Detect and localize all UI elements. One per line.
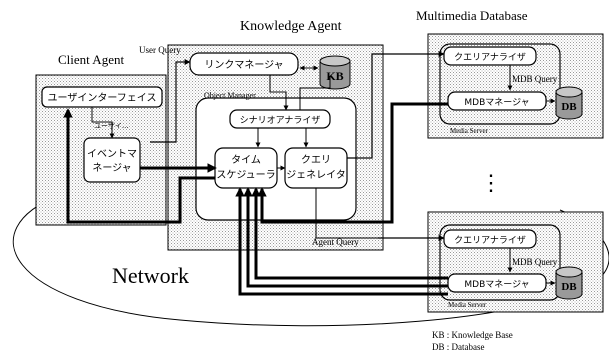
agent-query-label: Agent Query [312, 237, 359, 247]
ui-to-event-arrow [91, 107, 115, 139]
agent-query-line [315, 188, 378, 239]
event-manager-box [83, 137, 141, 183]
mdb-query-label-top: MDB Query [512, 74, 558, 84]
media-server-label-top: Media Server [450, 127, 489, 135]
db-cylinder-bottom [555, 266, 583, 300]
object-manager-label: Object Manager [204, 91, 256, 100]
scenario-analyzer-label: シナリオアナライザ [240, 115, 321, 126]
query-generator-label-1: クエリ [301, 154, 331, 166]
user-interface-label: ユーザインターフェイス [48, 92, 157, 104]
time-scheduler-label-2: スケジューラ [216, 169, 275, 181]
link-manager-label: リンクマネージャ [204, 59, 283, 71]
mdb-manager-label-bottom: MDBマネージャ [464, 279, 529, 290]
knowledge-agent-title: Knowledge Agent [240, 19, 342, 34]
db-label-bottom: DB [561, 281, 577, 293]
ellipsis: ⋮ [480, 170, 502, 195]
network-ellipse [12, 194, 609, 327]
user-query-line [150, 59, 191, 143]
scheduler-to-ui-line [63, 108, 215, 224]
db-cylinder-top [555, 86, 583, 120]
kb-cylinder [319, 55, 351, 90]
client-agent-title: Client Agent [58, 52, 124, 67]
media-server-label-bottom: Media Server [448, 301, 487, 309]
event-manager-label-1: イベントマ [87, 148, 137, 160]
mdb-query-label-bottom: MDB Query [512, 257, 558, 267]
db-label-top: DB [561, 101, 577, 113]
query-analyzer-label-bottom: クエリアナライザ [454, 235, 526, 246]
link-to-scenario-arrow [269, 75, 289, 111]
user-interface-arrow-label: ユーザイ... [94, 122, 129, 130]
query-generator-box [284, 147, 348, 189]
network-label: Network [112, 263, 189, 288]
event-manager-label-2: ネージャ [92, 162, 131, 174]
query-analyzer-label-top: クエリアナライザ [454, 52, 526, 63]
media-server-frame-bottom [439, 224, 561, 301]
generator-to-top-analyzer-line [347, 51, 445, 159]
bottom-mdb-to-scheduler-line-1 [251, 187, 448, 280]
legend-kb: KB : Knowledge Base [432, 330, 513, 340]
media-server-frame-top [439, 43, 561, 125]
mdb-manager-label-top: MDBマネージャ [464, 97, 529, 108]
kb-label: KB [326, 69, 343, 83]
top-mdb-to-scheduler-line [257, 102, 448, 224]
user-interface-box [41, 86, 163, 108]
scenario-analyzer-box [229, 109, 331, 129]
user-query-label: User Query [139, 45, 181, 55]
time-scheduler-label-1: タイム [231, 154, 261, 166]
legend-db: DB : Database [432, 342, 484, 352]
multimedia-database-title: Multimedia Database [416, 8, 528, 23]
bottom-mdb-to-scheduler-line-3 [235, 187, 448, 296]
time-scheduler-box [214, 147, 278, 189]
scenario-to-link-arrow [299, 76, 331, 110]
bottom-mdb-to-scheduler-line-2 [243, 187, 448, 288]
query-generator-label-2: ジェネレイタ [286, 169, 346, 181]
